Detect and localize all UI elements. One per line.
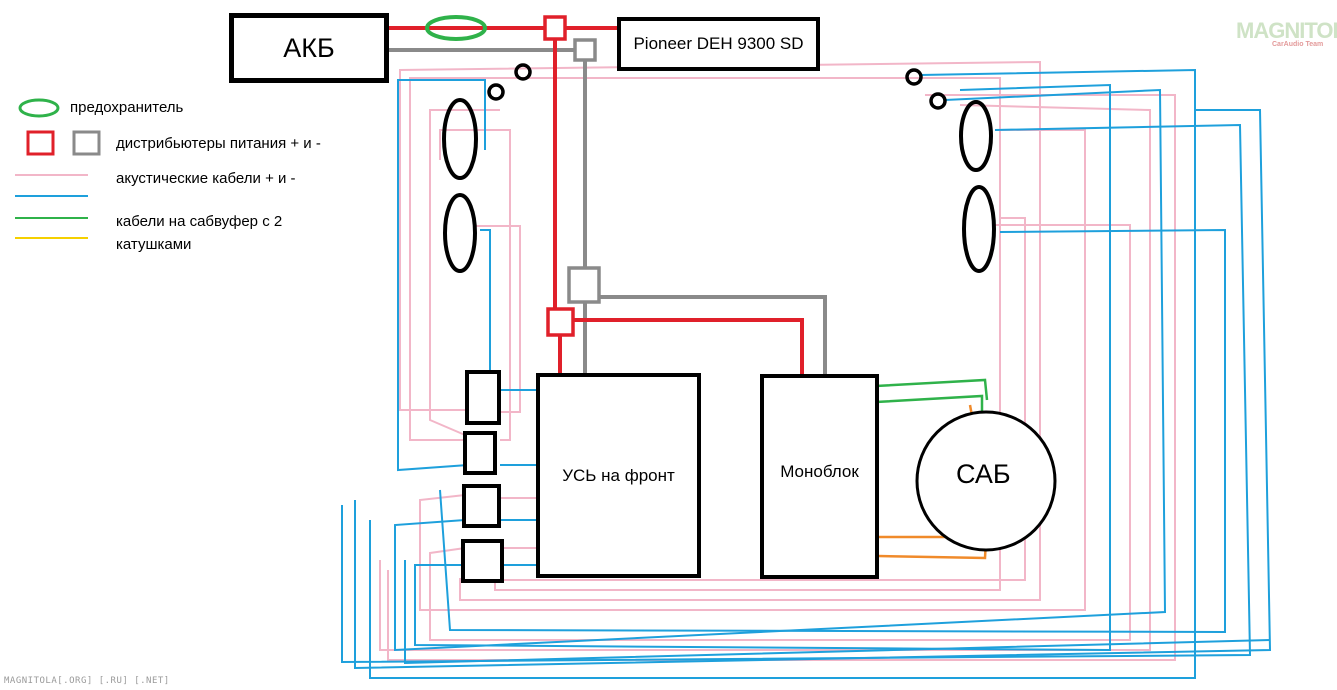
power-plus-cables: [387, 26, 804, 378]
fuse-symbol: [425, 15, 487, 41]
head-unit-label: Pioneer DEH 9300 SD: [633, 34, 804, 53]
crossover-1: [465, 370, 501, 425]
speaker-left-2: [443, 193, 477, 273]
tweeter-left-2: [487, 83, 505, 101]
power-minus-cables: [387, 48, 827, 375]
minus-distributor-bottom: [567, 266, 601, 304]
plus-distributor-top: [543, 15, 567, 41]
tweeter-right-1: [905, 68, 923, 86]
legend-acoustic-text: акустические кабели + и -: [116, 170, 296, 187]
sub-green-cables: [875, 378, 989, 412]
subwoofer-circle: [915, 410, 1057, 552]
mono-amp-box: Моноблок: [760, 374, 879, 579]
legend-sub-cables-text-2: катушками: [116, 236, 192, 253]
crossover-2: [463, 431, 497, 475]
legend-fuse-text: предохранитель: [70, 99, 184, 116]
tweeter-right-2: [929, 92, 947, 110]
battery-label: АКБ: [283, 32, 335, 63]
logo-watermark-sub: CarAudio Team: [1272, 41, 1324, 48]
battery-box: АКБ: [229, 13, 389, 83]
legend-minus-distributor-icon: [72, 130, 101, 156]
minus-distributor-top: [573, 38, 597, 62]
mono-amp-label: Моноблок: [780, 462, 859, 481]
footer-watermark: MAGNITOLA[.ORG] [.RU] [.NET]: [4, 676, 170, 686]
crossover-3: [462, 484, 501, 528]
legend-distributors-text: дистрибьютеры питания + и -: [116, 135, 321, 152]
speaker-right-1: [959, 100, 993, 172]
legend-fuse-icon: [18, 98, 60, 118]
speaker-right-2: [962, 185, 996, 273]
sub-label: САБ: [956, 459, 1011, 489]
head-unit-box: Pioneer DEH 9300 SD: [617, 17, 820, 71]
front-amp-box: УСЬ на фронт: [536, 373, 701, 578]
front-amp-label: УСЬ на фронт: [562, 465, 675, 485]
acoustic-minus-cables: [341, 68, 1272, 679]
logo-watermark: MAGNITOLA: [1236, 18, 1337, 43]
speaker-left-1: [442, 98, 478, 180]
plus-distributor-bottom: [546, 307, 575, 337]
crossover-4: [461, 539, 504, 583]
legend-plus-distributor-icon: [26, 130, 55, 156]
tweeter-left-1: [514, 63, 532, 81]
legend-sub-cables-text-1: кабели на сабвуфер с 2: [116, 213, 283, 230]
